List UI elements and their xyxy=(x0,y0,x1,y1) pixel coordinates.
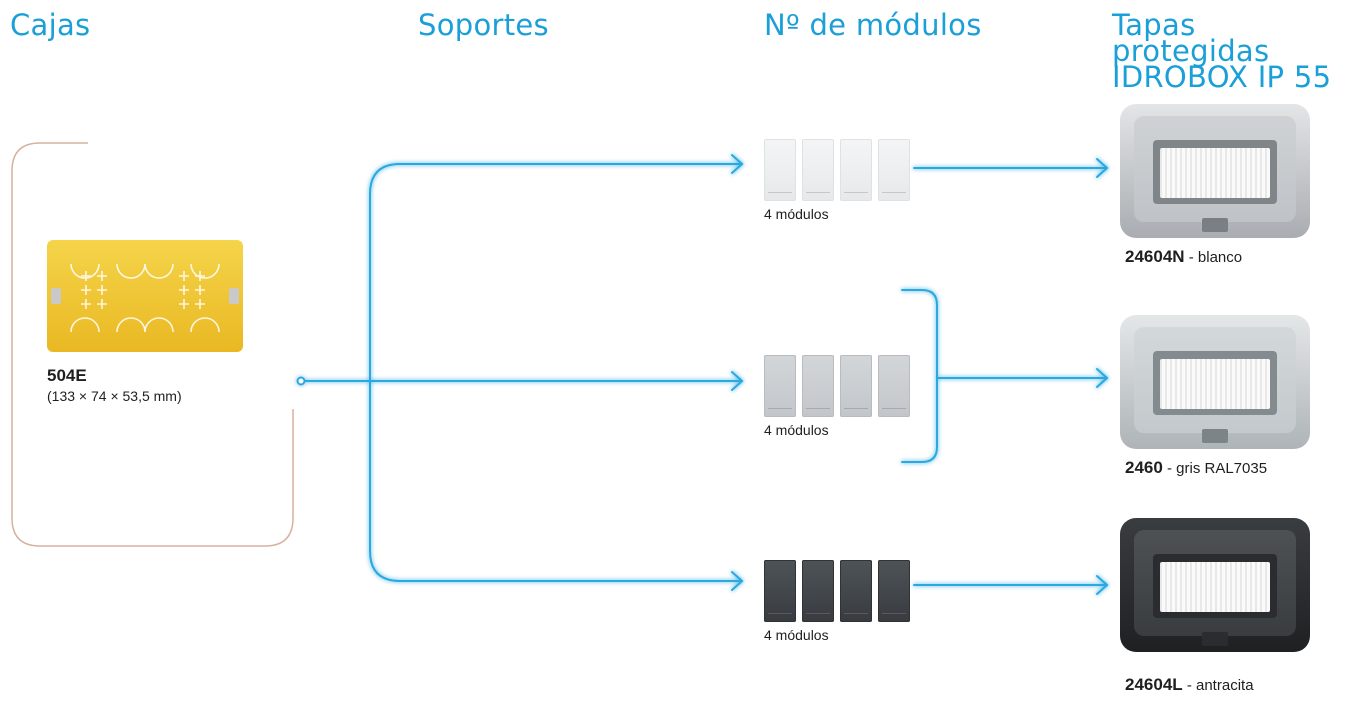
arrowhead-3 xyxy=(731,571,744,591)
module-white xyxy=(840,139,872,201)
cover-label-3: 24604L - antracita xyxy=(1125,675,1254,695)
cover-desc: - gris RAL7035 xyxy=(1162,460,1268,477)
heading-soportes: Soportes xyxy=(418,8,549,42)
modules-label-3: 4 módulos xyxy=(764,627,829,643)
cover-desc: - blanco xyxy=(1184,249,1243,266)
branch-bottom xyxy=(369,380,743,582)
branch-top xyxy=(369,163,743,382)
modules-label-2: 4 módulos xyxy=(764,422,829,438)
cover-code: 24604N xyxy=(1125,247,1185,266)
module-gray xyxy=(764,355,796,417)
box-dimensions: (133 × 74 × 53,5 mm) xyxy=(47,388,182,404)
cover-code: 24604L xyxy=(1125,675,1183,694)
module-gray xyxy=(802,355,834,417)
cover-24604l-image xyxy=(1120,518,1310,652)
modules-gray xyxy=(764,355,910,417)
modules-dark xyxy=(764,560,910,622)
mid-bracket xyxy=(901,289,938,463)
modules-label-1: 4 módulos xyxy=(764,206,829,222)
arrowhead-4 xyxy=(1096,158,1109,178)
cover-label-1: 24604N - blanco xyxy=(1125,247,1242,267)
box-label: 504E (133 × 74 × 53,5 mm) xyxy=(47,366,182,404)
arrowhead-1 xyxy=(731,154,744,174)
cover-label-2: 2460 - gris RAL7035 xyxy=(1125,458,1267,478)
module-dark xyxy=(802,560,834,622)
heading-cajas: Cajas xyxy=(10,8,91,42)
heading-modulos: Nº de módulos xyxy=(764,8,982,42)
arrowhead-2 xyxy=(731,371,744,391)
heading-tapas: Tapas protegidas IDROBOX IP 55 xyxy=(1112,8,1332,94)
box-504e-image xyxy=(47,240,243,352)
module-gray xyxy=(878,355,910,417)
cover-code: 2460 xyxy=(1125,458,1163,477)
module-dark xyxy=(878,560,910,622)
module-dark xyxy=(840,560,872,622)
module-white xyxy=(878,139,910,201)
cover-2460-image xyxy=(1120,315,1310,449)
cover-desc: - antracita xyxy=(1182,677,1254,694)
arrowhead-6 xyxy=(1096,575,1109,595)
modules-white xyxy=(764,139,910,201)
module-dark xyxy=(764,560,796,622)
module-white xyxy=(764,139,796,201)
origin-dot xyxy=(296,376,306,386)
arrowhead-5 xyxy=(1096,368,1109,388)
box-knockouts xyxy=(51,263,239,333)
module-gray xyxy=(840,355,872,417)
box-bracket xyxy=(11,142,294,547)
module-white xyxy=(802,139,834,201)
cover-24604n-image xyxy=(1120,104,1310,238)
box-code: 504E xyxy=(47,366,87,385)
